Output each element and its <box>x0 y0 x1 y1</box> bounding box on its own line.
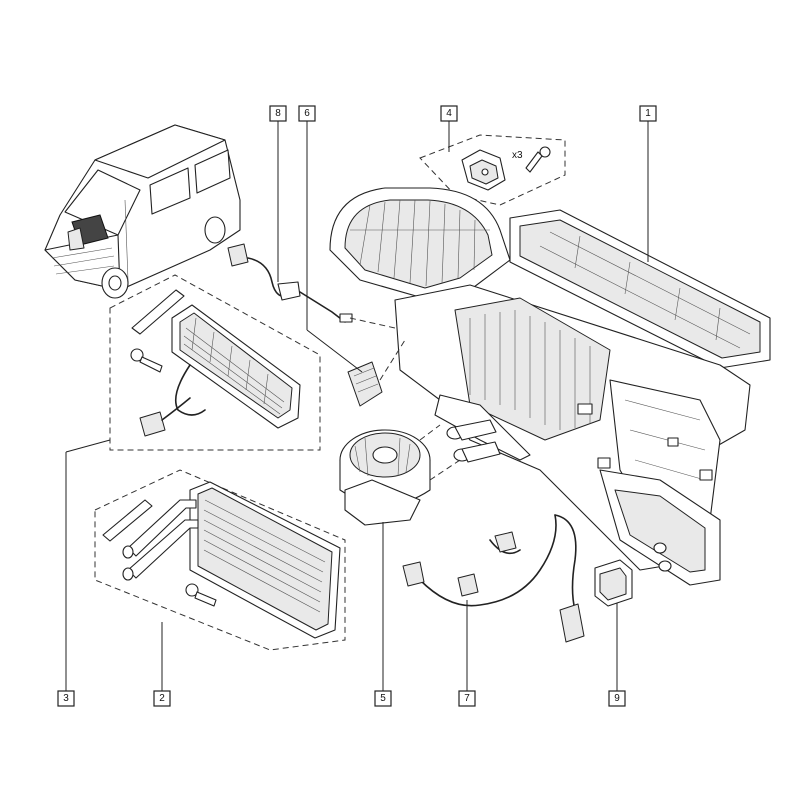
callout-8: 8 <box>269 105 287 122</box>
pipe-stub <box>653 542 672 572</box>
screw-icon <box>185 583 217 607</box>
heater-housing <box>329 187 771 586</box>
screw-quantity-label: x3 <box>512 150 523 161</box>
callout-2: 2 <box>153 690 171 707</box>
blower-resistor <box>347 361 383 407</box>
wiring-harness <box>402 514 585 643</box>
callout-7: 7 <box>458 690 476 707</box>
callout-9: 9 <box>608 690 626 707</box>
svg-text:2: 2 <box>159 693 165 704</box>
group-2-frame <box>94 469 346 651</box>
screw-icon <box>525 146 551 173</box>
svg-text:4: 4 <box>446 108 452 119</box>
svg-text:5: 5 <box>380 693 386 704</box>
svg-text:1: 1 <box>645 108 651 119</box>
screw-icon <box>130 348 163 373</box>
svg-text:7: 7 <box>464 693 470 704</box>
group-3-frame <box>109 274 321 451</box>
callout-4: 4 <box>440 105 458 122</box>
svg-text:9: 9 <box>614 693 620 704</box>
leader-lines <box>65 121 649 691</box>
svg-text:8: 8 <box>275 108 281 119</box>
callout-6: 6 <box>298 105 316 122</box>
blower-motor <box>339 429 431 526</box>
temperature-sensor <box>227 243 353 323</box>
callout-3: 3 <box>57 690 75 707</box>
callout-5: 5 <box>374 690 392 707</box>
svg-text:x3: x3 <box>512 150 523 161</box>
svg-text:3: 3 <box>63 693 69 704</box>
svg-text:6: 6 <box>304 108 310 119</box>
callout-1: 1 <box>639 105 657 122</box>
pipe-stub <box>446 419 501 463</box>
pollen-filter <box>130 289 301 437</box>
control-module <box>594 559 633 607</box>
flap-actuator <box>461 149 506 191</box>
heater-matrix <box>102 481 341 639</box>
van-illustration <box>44 124 241 299</box>
